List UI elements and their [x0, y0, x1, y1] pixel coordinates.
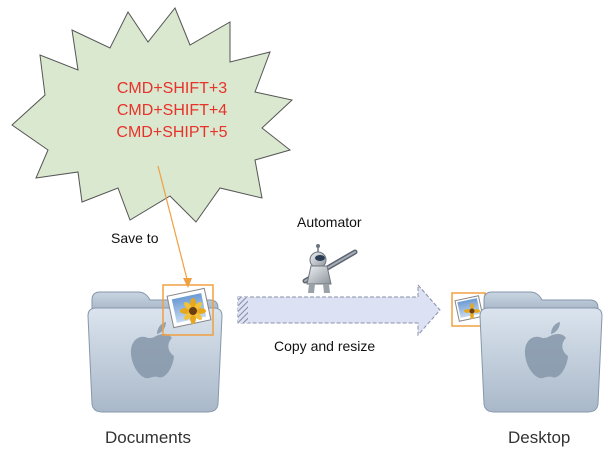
automator-label: Automator — [297, 214, 362, 230]
shortcut-list: CMD+SHIFT+3 CMD+SHIFT+4 CMD+SHIPT+5 — [72, 78, 272, 144]
copy-resize-label: Copy and resize — [274, 338, 376, 354]
shortcut-line-3: CMD+SHIPT+5 — [116, 124, 228, 141]
save-to-label: Save to — [111, 230, 159, 246]
starburst-shape — [11, 7, 294, 223]
documents-folder-label: Documents — [105, 428, 191, 447]
desktop-folder-label: Desktop — [508, 428, 571, 447]
save-connector-arrowhead — [183, 278, 192, 288]
shortcut-line-1: CMD+SHIFT+3 — [116, 80, 228, 97]
documents-photo-icon — [162, 284, 214, 336]
automator-robot-icon — [302, 244, 358, 293]
documents-folder-icon — [87, 291, 223, 413]
shortcut-line-2: CMD+SHIFT+4 — [116, 102, 228, 119]
desktop-folder-icon — [479, 291, 603, 413]
save-connector-line — [157, 165, 189, 284]
copy-resize-arrow — [237, 283, 441, 337]
